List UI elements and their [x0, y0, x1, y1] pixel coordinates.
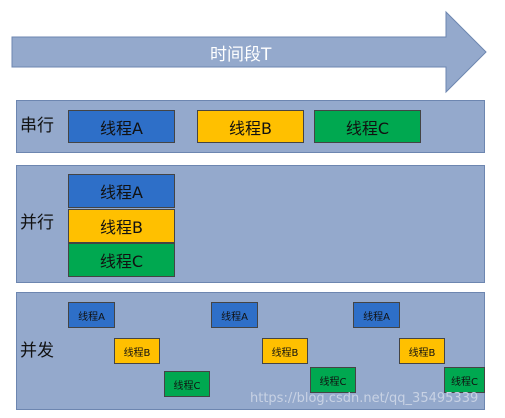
parallel-label: 并行: [20, 213, 54, 233]
concurrent-thread-c: 线程C: [444, 367, 485, 393]
parallel-thread-b: 线程B: [68, 209, 175, 243]
watermark-text: https://blog.csdn.net/qq_35495339: [250, 391, 479, 406]
concurrent-thread-c: 线程C: [310, 367, 356, 393]
concurrent-thread-b: 线程B: [114, 338, 160, 364]
serial-thread-a: 线程A: [68, 110, 175, 143]
time-arrow: [11, 10, 487, 94]
concurrent-thread-b: 线程B: [262, 338, 308, 364]
time-arrow-label: 时间段T: [210, 45, 272, 65]
serial-thread-b: 线程B: [197, 110, 304, 143]
concurrent-thread-c: 线程C: [164, 371, 210, 397]
serial-label: 串行: [20, 116, 54, 136]
concurrent-label: 并发: [20, 341, 54, 361]
concurrent-thread-a: 线程A: [353, 302, 400, 328]
parallel-thread-c: 线程C: [68, 243, 175, 277]
parallel-thread-a: 线程A: [68, 174, 175, 208]
concurrent-thread-a: 线程A: [211, 302, 258, 328]
serial-thread-c: 线程C: [314, 110, 421, 143]
concurrent-thread-b: 线程B: [399, 338, 445, 364]
concurrent-thread-a: 线程A: [68, 302, 115, 328]
